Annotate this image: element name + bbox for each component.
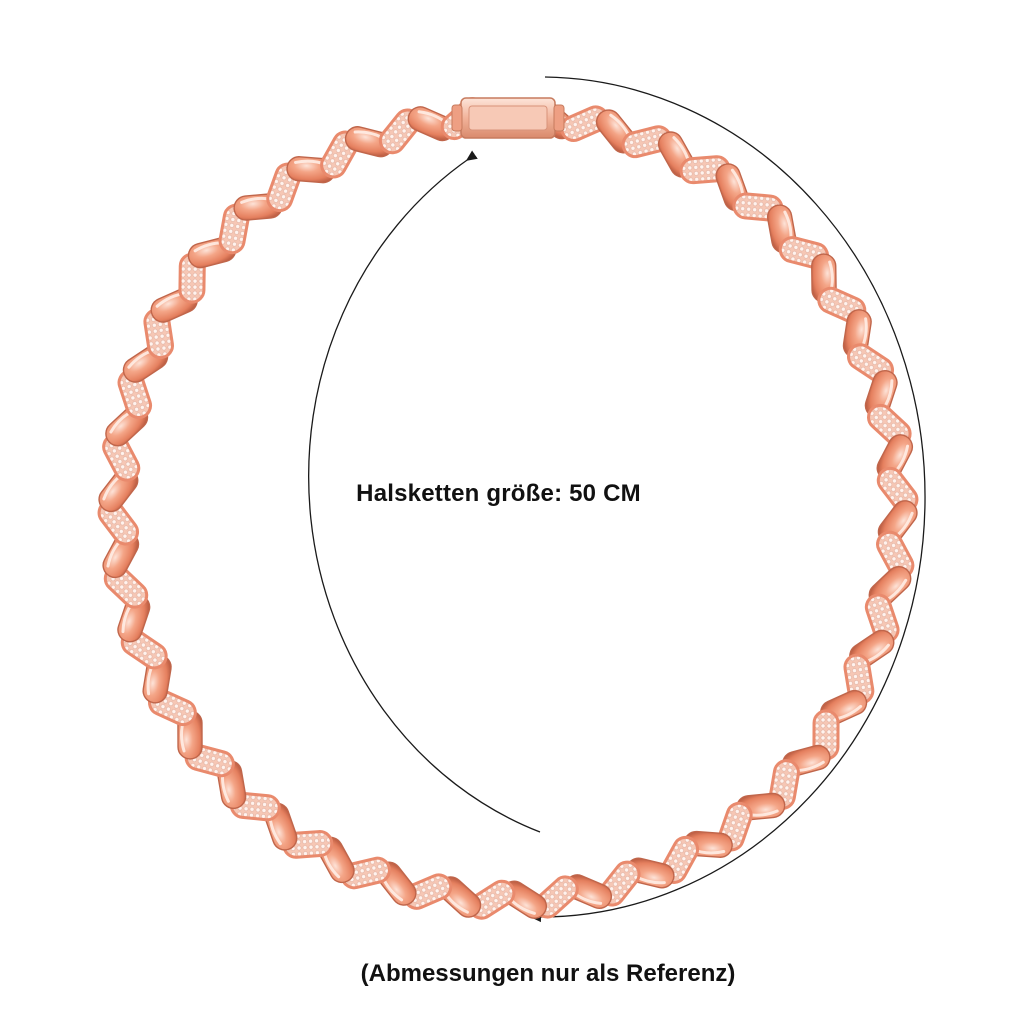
- measure-arc-left: [308, 150, 541, 833]
- measure-arc-right: [530, 76, 926, 923]
- clasp-icon: [451, 97, 565, 139]
- reference-note: (Abmessungen nur als Referenz): [360, 960, 736, 987]
- necklace-size-label: Halsketten größe: 50 CM: [356, 480, 641, 507]
- chain-links: [97, 97, 919, 920]
- chain-link: [621, 125, 672, 159]
